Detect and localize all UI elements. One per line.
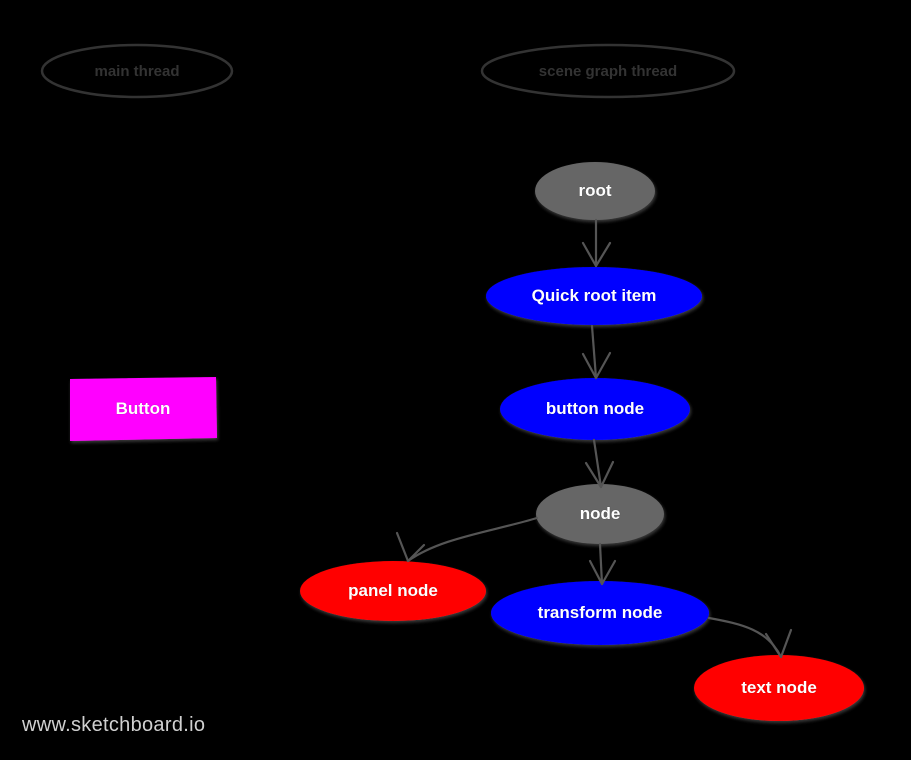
shape-label-button-node: button node bbox=[545, 399, 645, 418]
connector-root-to-quick-root-item[interactable] bbox=[581, 218, 612, 268]
connector-node-to-panel-node[interactable] bbox=[395, 516, 539, 563]
swimlane-label-scene-graph-thread: scene graph thread bbox=[538, 62, 678, 80]
shape-label-quick-root-item: Quick root item bbox=[531, 286, 657, 305]
connector-node-to-transform-node[interactable] bbox=[588, 542, 617, 586]
shape-panel-node[interactable] bbox=[300, 561, 486, 621]
shape-node[interactable] bbox=[536, 484, 664, 544]
shape-label-text-node: text node bbox=[741, 678, 817, 697]
swimlane-main-thread[interactable] bbox=[40, 43, 234, 99]
shape-label-node: node bbox=[579, 504, 621, 523]
shape-button[interactable] bbox=[70, 377, 217, 441]
connector-transform-node-to-text-node[interactable] bbox=[707, 616, 793, 659]
shape-label-root: root bbox=[578, 181, 612, 200]
swimlane-scene-graph-thread[interactable] bbox=[480, 43, 736, 99]
shape-label-transform-node: transform node bbox=[537, 603, 663, 622]
connector-button-node-to-node[interactable] bbox=[584, 438, 615, 489]
connector-quick-root-item-to-button-node[interactable] bbox=[581, 324, 612, 380]
shape-label-button: Button bbox=[115, 399, 171, 418]
shape-text-node[interactable] bbox=[694, 655, 864, 721]
swimlane-label-main-thread: main thread bbox=[94, 62, 180, 80]
shape-quick-root-item[interactable] bbox=[486, 267, 702, 325]
watermark: www.sketchboard.io bbox=[22, 714, 206, 736]
shape-button-node[interactable] bbox=[500, 378, 690, 440]
shape-label-panel-node: panel node bbox=[348, 581, 438, 600]
shape-transform-node[interactable] bbox=[491, 581, 709, 645]
shape-root[interactable] bbox=[535, 162, 655, 220]
